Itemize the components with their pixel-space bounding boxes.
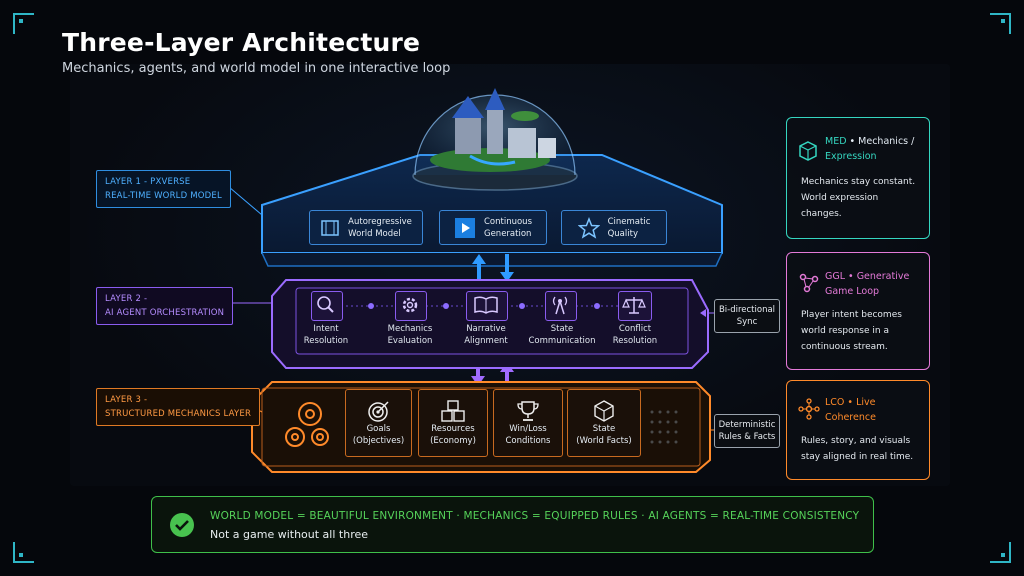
layer-2-label: LAYER 2 -AI AGENT ORCHESTRATION: [96, 287, 234, 325]
crates-icon: [441, 400, 465, 422]
gear-icon: [402, 297, 418, 313]
layer-3-label: LAYER 3 -STRUCTURED MECHANICS LAYER: [96, 388, 261, 426]
layer-2-platform: [271, 279, 709, 369]
node-state-world-facts: State(World Facts): [567, 389, 641, 457]
gears-decoration: [285, 402, 329, 447]
node-goals: Goals(Objectives): [345, 389, 412, 457]
dot-grid-decoration: [650, 410, 678, 444]
banner-sub-text: Not a game without all three: [210, 528, 369, 541]
antenna-icon: [552, 296, 568, 315]
node-resources: Resources(Economy): [418, 389, 488, 457]
search-icon: [317, 296, 334, 313]
card-med: MED • Mechanics /Expression Mechanics st…: [786, 117, 930, 239]
summary-banner: WORLD MODEL = BEAUTIFUL ENVIRONMENT · ME…: [151, 496, 874, 553]
network-icon: [799, 273, 819, 293]
cube-icon: [594, 400, 614, 422]
banner-main-text: WORLD MODEL = BEAUTIFUL ENVIRONMENT · ME…: [210, 510, 860, 522]
book-icon: [474, 296, 498, 314]
trophy-icon: [517, 401, 539, 421]
corner-bracket-bottom-left: [13, 542, 34, 563]
play-icon: [454, 217, 475, 238]
page-title: Three-Layer Architecture: [62, 28, 421, 57]
conflict-resolution-icon-box: [618, 291, 652, 321]
corner-bracket-top-right: [990, 13, 1011, 34]
narrative-alignment-icon-box: [466, 291, 508, 321]
scales-icon: [622, 297, 646, 314]
check-circle-icon: [170, 513, 194, 537]
star-icon: [577, 216, 600, 239]
sync-arrows-1-2: [472, 254, 514, 282]
target-icon: [367, 401, 389, 422]
page-subtitle: Mechanics, agents, and world model in on…: [62, 61, 451, 76]
graph-icon: [798, 398, 820, 420]
corner-bracket-bottom-right: [990, 542, 1011, 563]
corner-bracket-top-left: [13, 13, 34, 34]
mechanics-evaluation-icon-box: [395, 291, 427, 321]
intent-resolution-icon-box: [311, 291, 343, 321]
world-dome-illustration: [412, 88, 578, 191]
state-communication-icon-box: [545, 291, 577, 321]
cube-outline-icon: [799, 141, 817, 161]
film-icon: [321, 219, 339, 236]
